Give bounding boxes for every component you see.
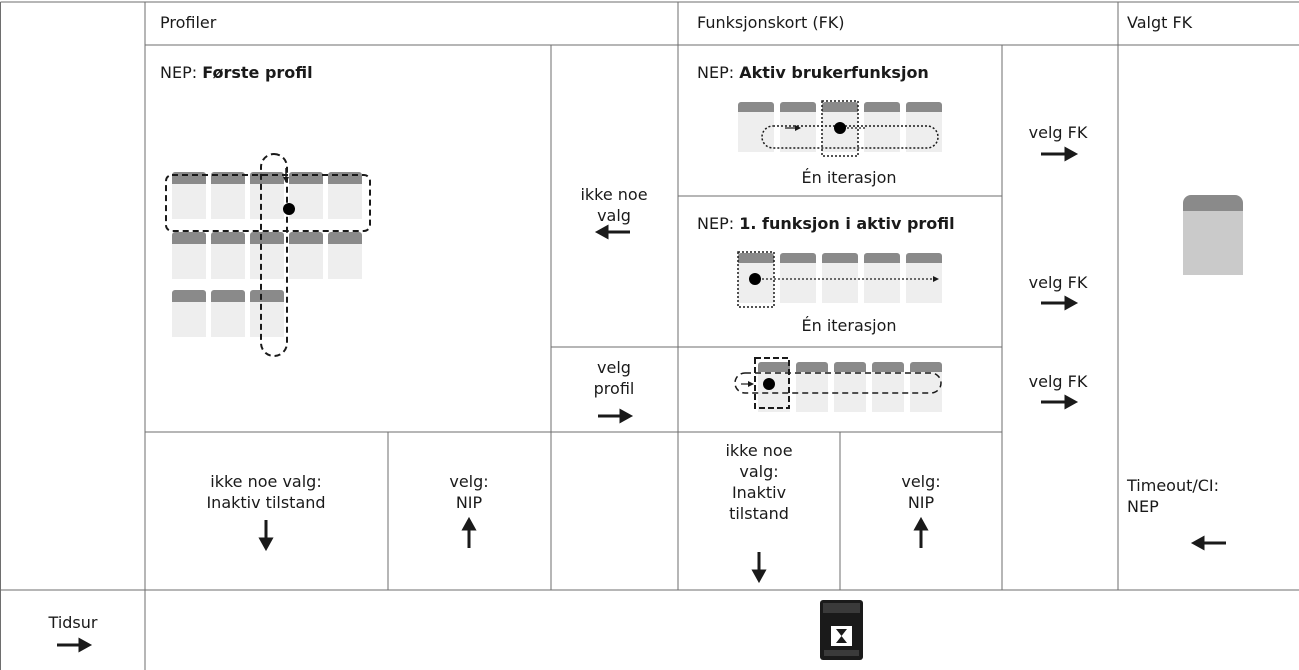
active-user-prefix: NEP: bbox=[697, 63, 740, 82]
active-user-card-4 bbox=[864, 102, 900, 152]
select-card-label-3: velg FK bbox=[1028, 372, 1088, 391]
active-user-cards bbox=[738, 102, 942, 152]
no-choice-profile-line2: valg bbox=[597, 206, 631, 225]
active-user-scan-loop bbox=[761, 125, 939, 149]
first-function-card-5 bbox=[906, 253, 942, 303]
first-function-card-4 bbox=[864, 253, 900, 303]
select-profile-line1: velg bbox=[597, 358, 631, 377]
header-funksjonskort: Funksjonskort (FK) bbox=[697, 13, 845, 32]
cards-no-choice-line4: tilstand bbox=[729, 504, 789, 523]
first-function-caption: Én iterasjon bbox=[801, 316, 897, 335]
profile-card-grid bbox=[172, 172, 362, 337]
arrows bbox=[57, 146, 1226, 653]
first-function-card-3 bbox=[822, 253, 858, 303]
select-profile-cards bbox=[758, 362, 942, 412]
profile-row-scan-loop bbox=[165, 174, 371, 232]
profile-focus-dot bbox=[283, 203, 295, 215]
timeout-line1: Timeout/CI: bbox=[1127, 476, 1220, 495]
profile-card-r1-c2 bbox=[211, 172, 245, 219]
select-profile-scan-loop bbox=[734, 372, 942, 394]
first-function-focus-dot bbox=[749, 273, 761, 285]
first-function-card-2 bbox=[780, 253, 816, 303]
profile-column-scan-loop bbox=[260, 153, 288, 357]
first-function-cards bbox=[738, 253, 942, 303]
cards-no-choice-line1: ikke noe bbox=[725, 441, 793, 460]
timer-device-icon bbox=[820, 600, 863, 660]
arrow-left-no-choice bbox=[594, 224, 630, 240]
profiles-title-prefix: NEP: bbox=[160, 63, 203, 82]
arrow-up-cards-nip bbox=[913, 516, 929, 548]
select-profile-card-4 bbox=[872, 362, 904, 412]
timeout-line2: NEP bbox=[1127, 497, 1159, 516]
profile-card-r2-c4 bbox=[289, 232, 323, 279]
select-profile-card-5 bbox=[910, 362, 942, 412]
profile-card-r1-c5 bbox=[328, 172, 362, 219]
profile-card-r2-c5 bbox=[328, 232, 362, 279]
cards-no-choice-line2: valg: bbox=[739, 462, 779, 481]
arrow-right-timer bbox=[57, 637, 93, 653]
first-function-selected-frame bbox=[737, 251, 775, 308]
select-profile-card-2 bbox=[796, 362, 828, 412]
cards-select-line1: velg: bbox=[901, 472, 941, 491]
active-user-title: NEP: Aktiv brukerfunksjon bbox=[697, 62, 929, 83]
cards-select-line2: NIP bbox=[907, 493, 935, 512]
profile-card-r2-c2 bbox=[211, 232, 245, 279]
active-user-caption: Én iterasjon bbox=[801, 168, 897, 187]
select-profile-selected-frame bbox=[754, 357, 790, 409]
select-profile-line2: profil bbox=[593, 379, 635, 398]
arrow-left-timeout bbox=[1190, 535, 1226, 551]
arrow-right-velg-fk-1 bbox=[1041, 146, 1079, 162]
no-choice-profile-line1: ikke noe bbox=[580, 185, 648, 204]
select-profile-focus-dot bbox=[763, 378, 775, 390]
profile-card-r1-c3 bbox=[250, 172, 284, 219]
profile-card-r2-c1 bbox=[172, 232, 206, 279]
cards-no-choice-line3: Inaktiv bbox=[731, 483, 787, 502]
active-user-focus-dot bbox=[834, 122, 846, 134]
header-valgt-fk: Valgt FK bbox=[1127, 13, 1193, 32]
profiles-no-choice-line1: ikke noe valg: bbox=[210, 472, 322, 491]
profile-card-r3-c2 bbox=[211, 290, 245, 337]
active-user-card-5 bbox=[906, 102, 942, 152]
select-card-label-1: velg FK bbox=[1028, 123, 1088, 142]
active-user-selected-frame bbox=[821, 100, 859, 157]
arrow-down-cards-inactive bbox=[751, 552, 767, 584]
profiles-select-line1: velg: bbox=[449, 472, 489, 491]
profiles-title-name: Første profil bbox=[202, 63, 313, 82]
active-user-card-2 bbox=[780, 102, 816, 152]
first-function-name: 1. funksjon i aktiv profil bbox=[739, 214, 955, 233]
arrow-right-select-profile bbox=[598, 408, 634, 424]
profiles-panel-title: NEP: Første profil bbox=[160, 62, 313, 83]
profile-card-r3-c1 bbox=[172, 290, 206, 337]
profile-card-r1-c1 bbox=[172, 172, 206, 219]
select-card-label-2: velg FK bbox=[1028, 273, 1088, 292]
select-profile-card-3 bbox=[834, 362, 866, 412]
active-user-card-1 bbox=[738, 102, 774, 152]
arrow-up-profiles-nip bbox=[461, 516, 477, 548]
arrow-right-velg-fk-3 bbox=[1041, 394, 1079, 410]
profiles-no-choice-line2: Inaktiv tilstand bbox=[206, 493, 326, 512]
first-function-prefix: NEP: bbox=[697, 214, 740, 233]
select-profile-card-1 bbox=[758, 362, 790, 412]
arrow-down-profiles-inactive bbox=[258, 520, 274, 552]
selected-card bbox=[1183, 195, 1243, 275]
first-function-title: NEP: 1. funksjon i aktiv profil bbox=[697, 213, 955, 234]
profiles-select-line2: NIP bbox=[455, 493, 483, 512]
active-user-name: Aktiv brukerfunksjon bbox=[739, 63, 929, 82]
profile-card-r3-c3 bbox=[250, 290, 284, 337]
profile-card-r2-c3 bbox=[250, 232, 284, 279]
header-profiler: Profiler bbox=[160, 13, 217, 32]
timer-label: Tidsur bbox=[48, 613, 98, 632]
arrow-right-velg-fk-2 bbox=[1041, 295, 1079, 311]
